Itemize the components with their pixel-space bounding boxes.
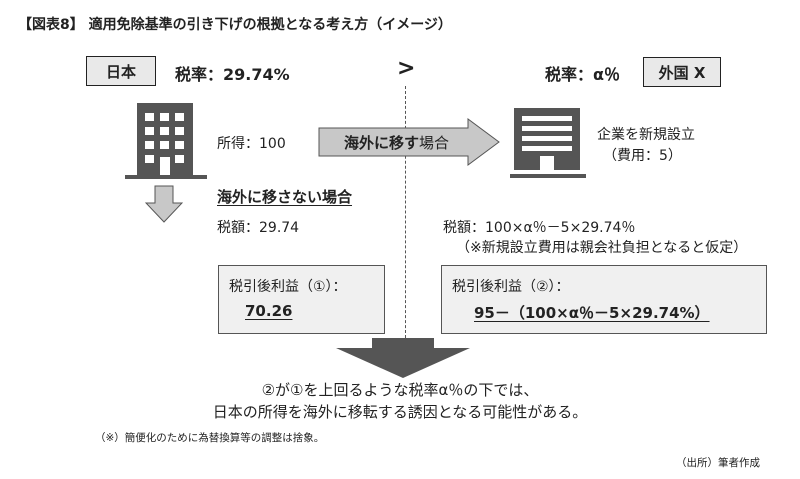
- conclusion-line1: ②が①を上回るような税率α％の下では、: [261, 381, 539, 399]
- japan-building-icon: [125, 103, 207, 179]
- japan-tax-amount: 税額：29.74: [217, 220, 300, 236]
- japan-after-tax-value: 70.26: [245, 302, 293, 320]
- foreign-building-icon: [510, 108, 586, 178]
- move-case-label: 海外に移す場合: [344, 132, 449, 153]
- source-note: （出所）筆者作成: [676, 457, 760, 469]
- right-arrow-icon: [318, 118, 500, 166]
- japan-income: 所得：100: [217, 136, 286, 152]
- foreign-result-panel: 税引後利益（②）： 95－（100×α％－5×29.74%）: [441, 265, 767, 334]
- figure-title: 【図表8】 適用免除基準の引き下げの根拠となる考え方（イメージ）: [18, 17, 452, 33]
- foreign-after-tax-label: 税引後利益（②）：: [452, 279, 570, 295]
- new-company-line2: （費用：5）: [603, 148, 682, 164]
- foreign-tax-note: （※新規設立費用は親会社負担となると仮定）: [456, 240, 748, 256]
- divider-line: [405, 86, 406, 348]
- japan-result-panel: 税引後利益（①）： 70.26: [218, 265, 385, 334]
- foreign-tax-amount: 税額：100×α％－5×29.74％: [443, 220, 636, 236]
- move-case-rest: 場合: [419, 134, 450, 152]
- conclusion-line2: 日本の所得を海外に移転する誘因となる可能性がある。: [212, 403, 588, 421]
- move-case-bold: 海外に移す: [344, 134, 420, 152]
- no-move-case-label: 海外に移さない場合: [217, 188, 353, 206]
- greater-than-symbol: >: [397, 56, 416, 81]
- down-arrow-large-icon: [336, 338, 470, 378]
- japan-label-box: 日本: [86, 56, 156, 86]
- foreign-after-tax-value: 95－（100×α％－5×29.74%）: [474, 304, 710, 322]
- japan-tax-rate: 税率：29.74%: [175, 65, 290, 84]
- new-company-line1: 企業を新規設立: [597, 127, 695, 143]
- down-arrow-small-icon: [145, 185, 183, 223]
- footnote: （※）簡便化のために為替換算等の調整は捨象。: [95, 432, 325, 444]
- foreign-tax-rate: 税率：α％: [545, 65, 620, 84]
- japan-after-tax-label: 税引後利益（①）：: [229, 279, 347, 295]
- foreign-label-box: 外国 X: [643, 57, 721, 87]
